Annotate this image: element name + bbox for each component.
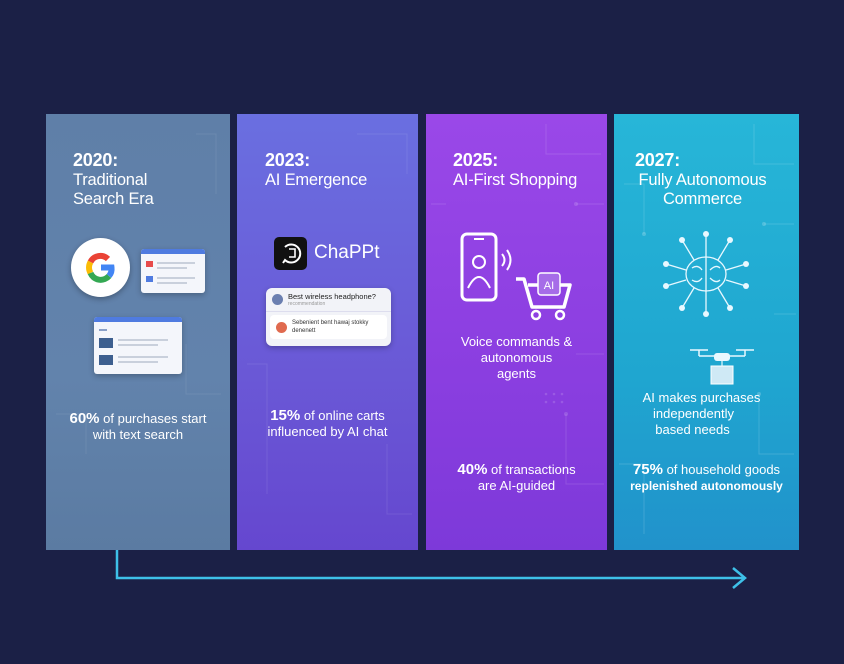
stat-text: 60% of purchases start with text search bbox=[46, 411, 230, 443]
chat-reply-line: Sebenient bent hawaj stokky bbox=[292, 320, 369, 326]
chat-query: Best wireless headphone? bbox=[288, 292, 376, 301]
title-line: Fully Autonomous bbox=[638, 171, 767, 189]
panel-title: 2025: AI-First Shopping bbox=[453, 150, 607, 190]
stat-line-1: of online carts bbox=[300, 408, 385, 423]
cart-ai-label: AI bbox=[544, 280, 554, 292]
title-line: AI-First Shopping bbox=[453, 171, 578, 189]
stat-text: 15% of online carts influenced by AI cha… bbox=[237, 408, 418, 440]
stat-line-1: of transactions bbox=[487, 462, 576, 477]
chat-reply-line: denenett bbox=[292, 328, 316, 334]
year-label: 2027: bbox=[635, 150, 681, 170]
avatar-icon bbox=[272, 294, 283, 305]
brand-name: ChaPPt bbox=[314, 242, 380, 263]
title-line: AI Emergence bbox=[265, 171, 368, 189]
year-label: 2020: bbox=[73, 150, 119, 170]
stat-value: 60% bbox=[69, 410, 100, 427]
stat-line-2: influenced by AI chat bbox=[267, 424, 388, 439]
title-line: Traditional bbox=[73, 171, 148, 189]
panel-2027: 2027: Fully Autonomous Commerce bbox=[614, 114, 799, 550]
desc-line: AI makes purchases bbox=[642, 390, 761, 405]
desc-line: independently bbox=[653, 406, 734, 421]
desc-line: Voice commands & bbox=[460, 334, 573, 349]
delivery-drone-icon bbox=[690, 349, 754, 385]
brain-network-icon bbox=[663, 231, 749, 317]
stat-text: 75% of household goods replenished auton… bbox=[614, 462, 799, 494]
chat-window: Best wireless headphone? recommendation … bbox=[266, 288, 391, 346]
browser-window-icon bbox=[94, 317, 182, 374]
stat-value: 15% bbox=[270, 407, 301, 424]
stat-line-1: of household goods bbox=[662, 462, 781, 477]
year-label: 2023: bbox=[265, 150, 311, 170]
shopping-cart-icon: AI bbox=[516, 272, 572, 321]
browser-window-icon bbox=[141, 249, 205, 293]
bot-avatar-icon bbox=[276, 321, 287, 333]
stat-line-1: of purchases start bbox=[99, 411, 207, 426]
chat-query-sub: recommendation bbox=[288, 301, 326, 307]
stat-value: 40% bbox=[457, 461, 488, 478]
desc-line: agents bbox=[496, 366, 537, 381]
description: AI makes purchases independently based n… bbox=[614, 390, 799, 438]
chat-logo-icon bbox=[274, 237, 307, 270]
panel-2025: 2025: AI-First Shopping AI Voice command… bbox=[426, 114, 607, 550]
description: Voice commands & autonomous agents bbox=[426, 334, 607, 382]
smartphone-voice-icon bbox=[460, 232, 512, 302]
panel-2023: 2023: AI Emergence ChaPPt Best wireless … bbox=[237, 114, 418, 550]
title-line: Commerce bbox=[662, 190, 743, 208]
stat-line-2: replenished autonomously bbox=[630, 479, 783, 493]
google-logo-icon bbox=[71, 238, 130, 297]
panel-2020: 2020: Traditional Search Era 60% bbox=[46, 114, 230, 550]
stat-text: 40% of transactions are AI-guided bbox=[426, 462, 607, 494]
panel-title: 2023: AI Emergence bbox=[265, 150, 418, 190]
stat-line-2: with text search bbox=[92, 427, 184, 442]
panel-title: 2027: Fully Autonomous Commerce bbox=[614, 150, 799, 209]
stat-value: 75% bbox=[632, 461, 663, 478]
year-label: 2025: bbox=[453, 150, 499, 170]
stat-line-2: are AI-guided bbox=[477, 478, 556, 493]
title-line: Search Era bbox=[73, 190, 154, 208]
panel-title: 2020: Traditional Search Era bbox=[73, 150, 230, 209]
desc-line: based needs bbox=[655, 422, 730, 437]
desc-line: autonomous bbox=[480, 350, 553, 365]
